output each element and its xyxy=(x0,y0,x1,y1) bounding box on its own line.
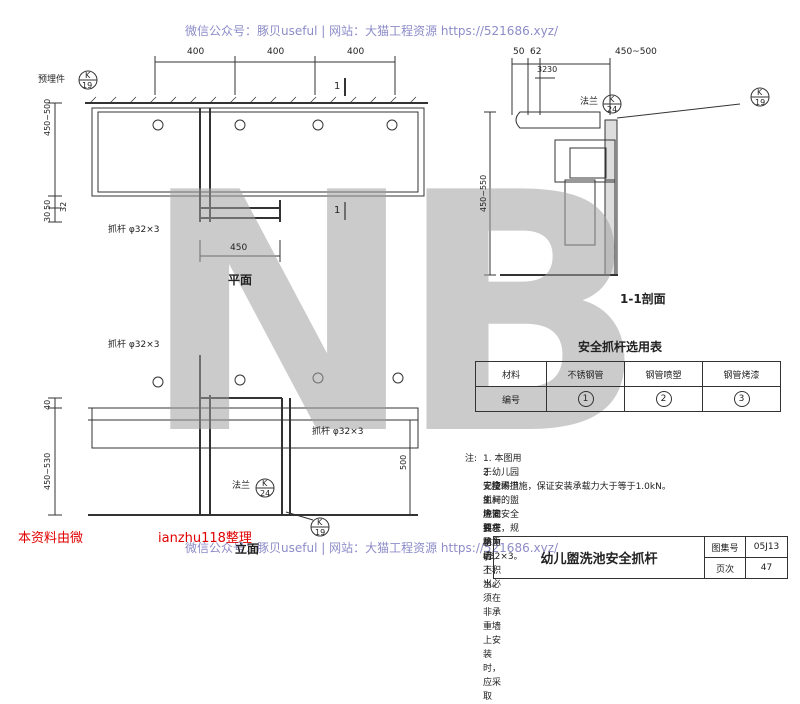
material-cell-2: 钢管喷塑 xyxy=(624,361,703,387)
section-dim-50: 50 xyxy=(513,47,525,57)
notes-label: 注: xyxy=(465,454,478,464)
atlas-number: 05J13 xyxy=(746,537,787,558)
section-flange-ref-bottom: 24 xyxy=(607,105,618,114)
elevation-bar-label-top: 抓杆 φ32×3 xyxy=(108,340,160,350)
number-circle: 2 xyxy=(655,391,672,407)
table-row: 材料 不锈钢管 钢管喷塑 钢管烤漆 xyxy=(475,361,781,387)
section-title: 1-1剖面 xyxy=(620,292,666,306)
plan-dim-450: 450 xyxy=(230,243,248,253)
plan-dim-2: 400 xyxy=(267,47,285,57)
section-height-dim: 450~550 xyxy=(479,174,488,212)
drawing-sheet: NB 微信公众号：豚贝useful | 网站：大猫工程资源 https://52… xyxy=(18,24,788,702)
note-line: 技术措施，保证安装承载力大于等于1.0kN。 xyxy=(483,482,671,492)
selection-table-title: 安全抓杆选用表 xyxy=(578,340,663,354)
material-cell-1: 不锈钢管 xyxy=(546,361,625,387)
plan-dim-1: 400 xyxy=(187,47,205,57)
page-number: 47 xyxy=(760,563,773,573)
number-cell-1: 1 xyxy=(546,386,625,412)
elevation-wall-ref-bottom: 19 xyxy=(315,528,326,537)
selection-table: 材料 不锈钢管 钢管喷塑 钢管烤漆 编号 1 2 3 xyxy=(475,361,781,412)
drawing-lines xyxy=(48,56,770,537)
elevation-title: 立面 xyxy=(235,542,260,556)
plan-bar-label: 抓杆 φ32×3 xyxy=(108,225,160,235)
elevation-flange-ref-top: K xyxy=(262,479,268,488)
elevation-flange-ref-bottom: 24 xyxy=(260,489,271,498)
atlas-label: 图集号 xyxy=(705,537,746,558)
plan-side-dim-3: 30 xyxy=(43,211,52,222)
plan-side-dim-2: 50 xyxy=(43,199,52,210)
plan-side-dim-4: 32 xyxy=(59,201,68,212)
elevation-bar-label-right: 抓杆 φ32×3 xyxy=(312,427,364,437)
section-sub-dim-30: 30 xyxy=(547,65,558,74)
red-note-left: 本资料由微 xyxy=(18,531,84,546)
plan-side-dim-1: 450~500 xyxy=(43,98,52,136)
plan-title: 平面 xyxy=(228,273,253,287)
row-header-material: 材料 xyxy=(475,361,547,387)
plan-ref-top: K xyxy=(85,71,91,80)
section-wall-ref-top: K xyxy=(757,88,763,97)
number-circle: 1 xyxy=(577,391,594,407)
section-flange-ref-top: K xyxy=(609,95,615,104)
section-dim-62: 62 xyxy=(530,47,542,57)
number-circle: 3 xyxy=(733,391,750,407)
watermark-top: 微信公众号：豚贝useful | 网站：大猫工程资源 https://52168… xyxy=(185,24,559,38)
section-wall-ref-bottom: 19 xyxy=(755,98,766,107)
plan-embed-label: 预埋件 xyxy=(38,75,66,85)
page-label: 页次 xyxy=(705,558,746,578)
title-block: 幼儿盥洗池安全抓杆 图集号 05J13 页次 47 xyxy=(493,536,788,579)
elevation-dim-height: 450~530 xyxy=(43,452,52,490)
section-flange-label: 法兰 xyxy=(580,97,599,107)
section-sub-dim-32: 32 xyxy=(537,65,548,74)
number-cell-2: 2 xyxy=(624,386,703,412)
plan-section-mark-bottom: 1 xyxy=(334,205,341,216)
elevation-flange-label: 法兰 xyxy=(232,481,251,491)
table-row: 编号 1 2 3 xyxy=(475,386,781,412)
plan-dim-3: 400 xyxy=(347,47,365,57)
plan-ref-bottom: 19 xyxy=(82,81,93,90)
nb-watermark: NB xyxy=(140,123,648,507)
red-note-right: ianzhu118整理 xyxy=(158,531,252,546)
section-dim-width: 450~500 xyxy=(615,47,657,57)
elevation-wall-ref-top: K xyxy=(317,518,323,527)
elevation-dim-40: 40 xyxy=(43,399,52,410)
note-line: 1. 本图用于幼儿园无障碍卫生间的盥洗池安全抓杆，规格为 φ32×3。 xyxy=(483,454,523,562)
material-cell-3: 钢管烤漆 xyxy=(702,361,781,387)
elevation-dim-500: 500 xyxy=(399,454,408,470)
row-header-number: 编号 xyxy=(475,386,547,412)
drawing-title: 幼儿盥洗池安全抓杆 xyxy=(494,537,705,578)
number-cell-3: 3 xyxy=(702,386,781,412)
plan-section-mark-top: 1 xyxy=(334,81,341,92)
watermark-bottom: 微信公众号：豚贝useful | 网站：大猫工程资源 https://52168… xyxy=(185,541,559,555)
